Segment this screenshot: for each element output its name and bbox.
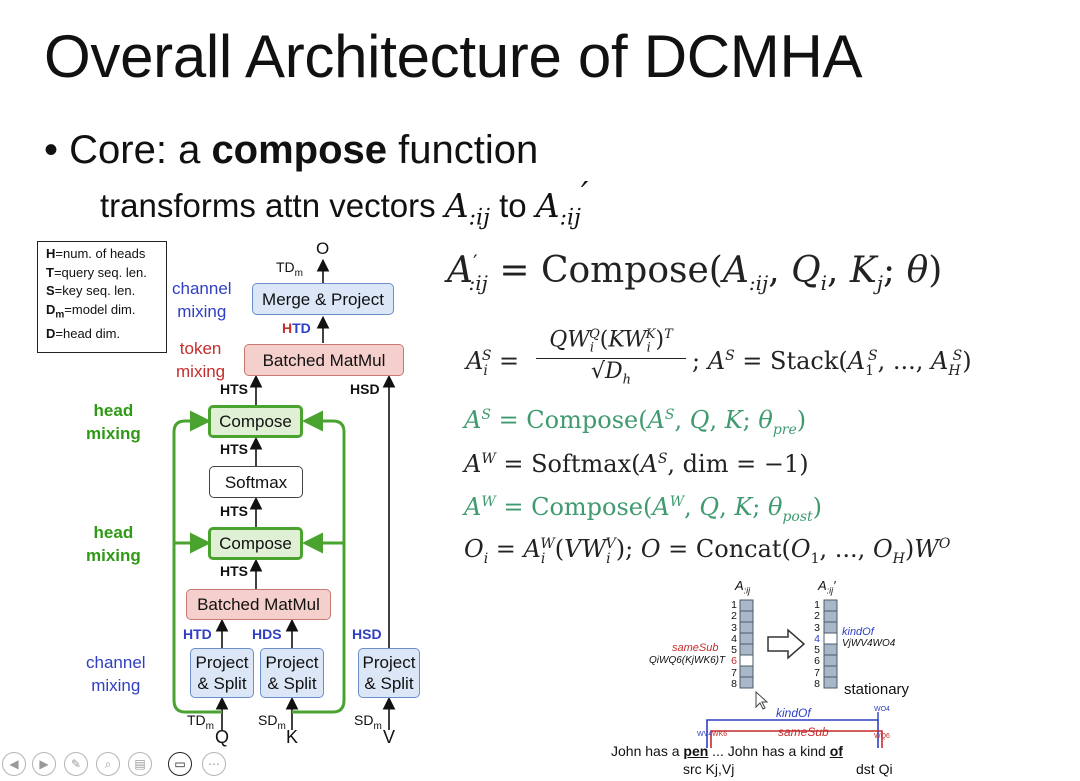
output-label: O [316, 239, 330, 258]
arc-wq6-label: WQ6 [874, 733, 890, 740]
mouse-cursor-icon [755, 690, 769, 710]
illus-src-label: src Kj,Vj [683, 761, 735, 777]
slide-title: Overall Architecture of DCMHA [44, 23, 863, 90]
forward-icon[interactable]: ▶ [32, 752, 56, 776]
sentence-pen: pen [683, 743, 709, 759]
legend-item-heads: H=num. of heads [46, 246, 146, 261]
illus-kind-of-formula: VjWV4WO4 [842, 638, 896, 649]
arc-same-sub-label: sameSub [778, 725, 829, 739]
sentence-of: of [829, 743, 843, 759]
dim-hts-4: HTS [220, 563, 248, 579]
softmax-node: Softmax [209, 466, 303, 498]
illus-right-header: A:ij′ [818, 578, 836, 596]
subline-from-sub: :ij [468, 205, 490, 231]
bullet-subline: transforms attn vectors A:ij to A:ij′ [100, 174, 588, 231]
subline-to: A [535, 186, 560, 225]
illus-sentence: John has a pen ... John has a kind of [611, 743, 843, 759]
dim-hsd-bottom: HSD [352, 626, 382, 642]
zoom-icon[interactable]: ⌕ [96, 752, 120, 776]
right-vector [823, 599, 838, 689]
equation-5: Oi = AiW(VWiV); O = Concat(O1, ..., OH)W… [464, 535, 951, 567]
arc-wv4-label: WV4 [697, 731, 713, 738]
input-v: V [383, 727, 396, 747]
subline-text: transforms attn vectors [100, 187, 445, 224]
input-k: K [286, 727, 299, 747]
dim-htd-bottom: HTD [183, 626, 212, 642]
arc-wo4-label: WO4 [874, 706, 890, 713]
legend-item-key-len: S=key seq. len. [46, 283, 136, 298]
slides-icon[interactable]: ▤ [128, 752, 152, 776]
arc-wk6-label: WK6 [712, 731, 728, 738]
arc-kind-of-label: kindOf [776, 706, 811, 720]
illus-stationary: stationary [844, 681, 910, 698]
subline-to-sub: :ij [559, 205, 581, 231]
more-icon[interactable]: ⋯ [202, 752, 226, 776]
legend-box: H=num. of heads T=query seq. len. S=key … [37, 241, 167, 353]
dim-sd-m-v: SDm [354, 712, 382, 732]
dim-td-m-out: TDm [276, 259, 304, 279]
dim-hts-3: HTS [220, 503, 248, 519]
illus-left-header: A:ij [735, 578, 751, 596]
illus-same-sub-formula: QiWQ6(KjWK6)T [649, 655, 726, 666]
subline-to-prime: ′ [580, 174, 589, 213]
equation-4: AW = Compose(AW, Q, K; θpost) [464, 493, 823, 525]
project-split-q-node: Project& Split [190, 648, 254, 698]
illus-kind-of-label: kindOf [842, 626, 874, 638]
legend-item-model-dim: Dm=model dim. [46, 301, 136, 321]
dim-hds: HDS [252, 626, 282, 642]
compose-bottom-node: Compose [208, 527, 303, 560]
project-split-k-node: Project& Split [260, 648, 324, 698]
left-vector [739, 599, 754, 689]
illus-same-sub-label: sameSub [672, 642, 719, 654]
dim-hsd-top: HSD [350, 381, 380, 397]
subline-from: A [444, 186, 469, 225]
bullet-line: • Core: a compose function [44, 128, 538, 173]
compose-top-node: Compose [208, 405, 303, 438]
subline-to-word: to [489, 187, 536, 224]
illus-dst-label: dst Qi [856, 761, 893, 777]
dim-td-m-q: TDm [187, 712, 215, 732]
bullet-dot: • [44, 128, 59, 172]
equation-3: AW = Softmax(AS, dim = −1) [464, 450, 809, 478]
equation-2: AS = Compose(AS, Q, K; θpre) [464, 406, 807, 438]
legend-item-head-dim: D=head dim. [46, 325, 121, 341]
input-q: Q [215, 727, 230, 747]
bullet-prefix: Core: a [69, 128, 212, 172]
batched-matmul-top-node: Batched MatMul [244, 344, 404, 376]
equation-main: A′:ij = Compose(A:ij, Qi, Kj; θ) [447, 250, 943, 296]
dim-hts-1: HTS [220, 381, 248, 397]
dim-hts-2: HTS [220, 441, 248, 457]
transform-arrow-icon [767, 628, 806, 660]
bullet-suffix: function [387, 128, 539, 172]
project-split-v-node: Project& Split [358, 648, 420, 698]
camera-icon[interactable]: ▭ [168, 752, 192, 776]
legend-item-query-len: T=query seq. len. [46, 264, 147, 280]
pen-icon[interactable]: ✎ [64, 752, 88, 776]
dim-htd-top: HTD [282, 320, 311, 336]
back-icon[interactable]: ◀ [2, 752, 26, 776]
batched-matmul-bottom-node: Batched MatMul [186, 589, 331, 620]
bullet-bold: compose [211, 128, 388, 172]
merge-project-node: Merge & Project [252, 283, 394, 315]
dim-sd-m-k: SDm [258, 712, 286, 732]
